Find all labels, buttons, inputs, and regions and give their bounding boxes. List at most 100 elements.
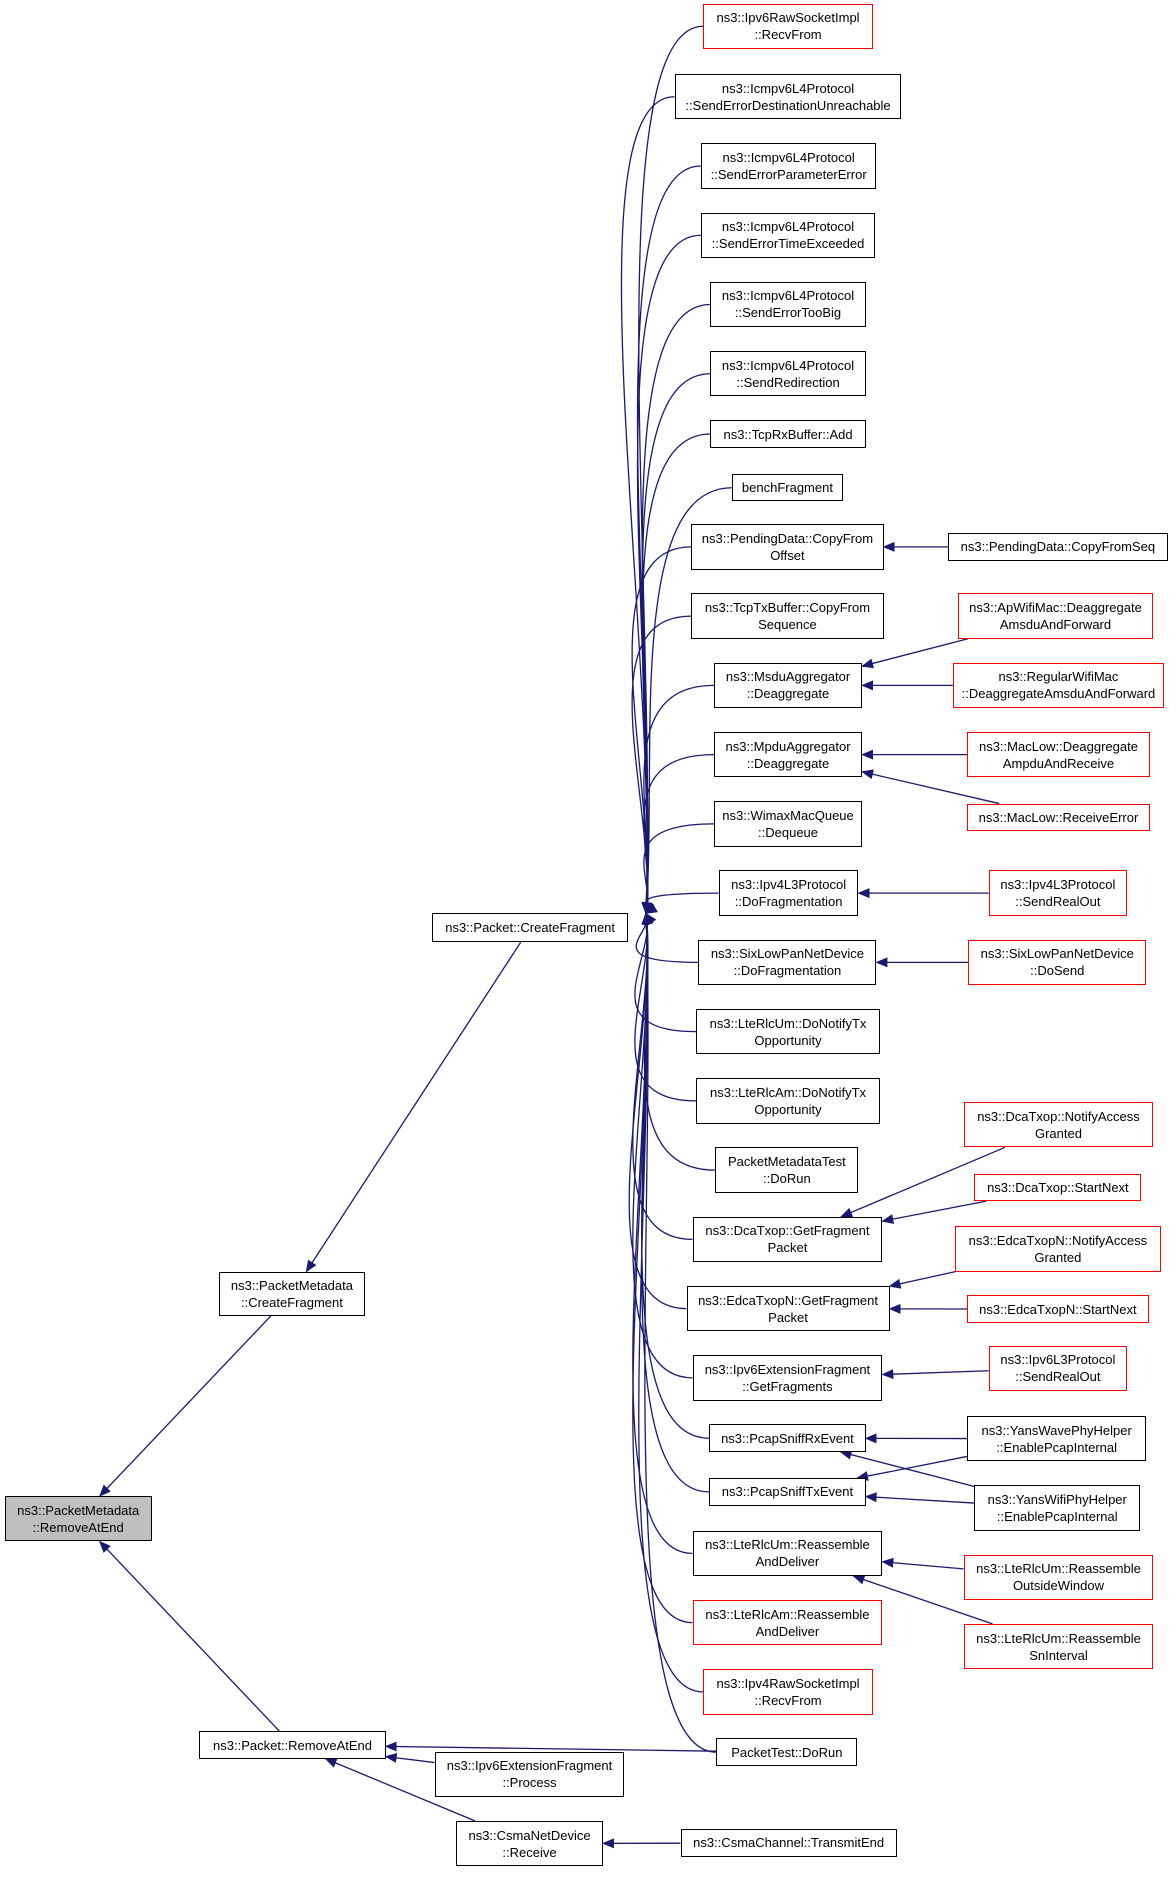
graph-node-ipv6ef-proc[interactable]: ns3::Ipv6ExtensionFragment::Process bbox=[434, 1751, 625, 1797]
graph-node-label: ns3::LteRlcUm::Reassemble bbox=[976, 1630, 1141, 1646]
graph-node-label: ns3::Icmpv6L4Protocol bbox=[721, 357, 855, 373]
graph-node-tcprx-add[interactable]: ns3::TcpRxBuffer::Add bbox=[710, 420, 866, 448]
graph-node-csma-recv[interactable]: ns3::CsmaNetDevice::Receive bbox=[456, 1820, 603, 1867]
graph-node-reg-daf[interactable]: ns3::RegularWifiMac::DeaggregateAmsduAnd… bbox=[952, 662, 1165, 709]
graph-node-edca-sn[interactable]: ns3::EdcaTxopN::StartNext bbox=[967, 1295, 1149, 1323]
graph-node-label: ::SendRealOut bbox=[1015, 1369, 1101, 1385]
graph-node-label: ns3::Icmpv6L4Protocol bbox=[721, 219, 855, 235]
graph-node-label: ns3::Packet::RemoveAtEnd bbox=[213, 1737, 372, 1753]
graph-node-dca-sn[interactable]: ns3::DcaTxop::StartNext bbox=[974, 1173, 1142, 1202]
graph-node-label: ns3::PendingData::CopyFrom bbox=[701, 530, 874, 546]
graph-node-label: ns3::LteRlcUm::Reassemble bbox=[976, 1561, 1141, 1577]
graph-node-icmp-sedu[interactable]: ns3::Icmpv6L4Protocol::SendErrorDestinat… bbox=[674, 74, 902, 120]
graph-node-label: ns3::LteRlcAm::DoNotifyTx bbox=[710, 1084, 867, 1100]
graph-node-label: OutsideWindow bbox=[1012, 1578, 1104, 1594]
graph-node-label: ::EnablePcapInternal bbox=[996, 1509, 1118, 1524]
graph-node-sixlow-ds[interactable]: ns3::SixLowPanNetDevice::DoSend bbox=[968, 939, 1147, 986]
graph-node-label: ::DoRun bbox=[762, 1171, 811, 1187]
graph-node-label: ::SendErrorParameterError bbox=[710, 166, 867, 182]
graph-node-label: ns3::Ipv6ExtensionFragment bbox=[704, 1361, 871, 1377]
graph-node-label: Granted bbox=[1034, 1125, 1082, 1141]
graph-node-label: Packet bbox=[768, 1309, 808, 1325]
graph-node-pcap-tx[interactable]: ns3::PcapSniffTxEvent bbox=[709, 1478, 866, 1506]
graph-node-pm-cf[interactable]: ns3::PacketMetadata::CreateFragment bbox=[218, 1271, 366, 1316]
graph-node-yanswifi-epi[interactable]: ns3::YansWifiPhyHelper::EnablePcapIntern… bbox=[974, 1485, 1141, 1531]
graph-node-label: ::GetFragments bbox=[742, 1378, 833, 1394]
graph-node-label: ::SendRedirection bbox=[736, 374, 840, 390]
graph-node-label: ns3::Ipv6L3Protocol bbox=[1000, 1352, 1116, 1368]
graph-node-label: ::EnablePcapInternal bbox=[996, 1439, 1118, 1455]
graph-node-pkt-cf[interactable]: ns3::Packet::CreateFragment bbox=[432, 913, 629, 943]
graph-node-sixlow-df[interactable]: ns3::SixLowPanNetDevice::DoFragmentation bbox=[698, 939, 877, 986]
graph-node-label: ::RemoveAtEnd bbox=[32, 1519, 124, 1535]
graph-node-label: Opportunity bbox=[754, 1032, 822, 1048]
graph-node-label: ::Process bbox=[502, 1775, 557, 1791]
graph-node-msdu-d[interactable]: ns3::MsduAggregator::Deaggregate bbox=[714, 662, 863, 709]
graph-node-label: ::DoFragmentation bbox=[733, 963, 842, 979]
graph-node-label: ns3::ApWifiMac::Deaggregate bbox=[969, 600, 1142, 616]
graph-node-mpdu-d[interactable]: ns3::MpduAggregator::Deaggregate bbox=[714, 731, 863, 778]
graph-node-icmp-setb[interactable]: ns3::Icmpv6L4Protocol::SendErrorTooBig bbox=[710, 281, 866, 328]
graph-node-label: ns3::SixLowPanNetDevice bbox=[980, 946, 1134, 962]
graph-node-pkttest-dorun[interactable]: PacketTest::DoRun bbox=[716, 1738, 858, 1766]
graph-node-csmach-te[interactable]: ns3::CsmaChannel::TransmitEnd bbox=[680, 1829, 897, 1857]
graph-node-maclow-re[interactable]: ns3::MacLow::ReceiveError bbox=[967, 803, 1150, 831]
graph-node-icmp-sepe[interactable]: ns3::Icmpv6L4Protocol::SendErrorParamete… bbox=[700, 143, 877, 189]
graph-node-pd-cfs[interactable]: ns3::PendingData::CopyFromSeq bbox=[948, 532, 1168, 562]
graph-node-label: AmsduAndForward bbox=[999, 617, 1112, 633]
graph-node-icmp-sete[interactable]: ns3::Icmpv6L4Protocol::SendErrorTimeExce… bbox=[700, 212, 876, 258]
graph-node-yanswave-epi[interactable]: ns3::YansWavePhyHelper::EnablePcapIntern… bbox=[967, 1416, 1147, 1462]
graph-node-label: ns3::Icmpv6L4Protocol bbox=[721, 288, 855, 304]
graph-node-label: SnInterval bbox=[1029, 1647, 1088, 1663]
graph-node-ipv4l3-df[interactable]: ns3::Ipv4L3Protocol::DoFragmentation bbox=[718, 870, 859, 916]
graph-node-label: ns3::Ipv4L3Protocol bbox=[1000, 877, 1116, 893]
graph-node-benchfrag[interactable]: benchFragment bbox=[731, 474, 843, 502]
graph-node-label: ::Dequeue bbox=[758, 824, 819, 840]
graph-node-pcap-rx[interactable]: ns3::PcapSniffRxEvent bbox=[709, 1424, 866, 1452]
graph-node-pmtest-dorun[interactable]: PacketMetadataTest::DoRun bbox=[715, 1147, 859, 1193]
graph-node-ipv6ef-gf[interactable]: ns3::Ipv6ExtensionFragment::GetFragments bbox=[692, 1355, 883, 1401]
graph-node-label: ns3::DcaTxop::NotifyAccess bbox=[977, 1108, 1140, 1124]
graph-node-icmp-sr[interactable]: ns3::Icmpv6L4Protocol::SendRedirection bbox=[710, 351, 866, 397]
graph-node-label: ns3::Ipv4RawSocketImpl bbox=[716, 1675, 860, 1691]
graph-node-root: ns3::PacketMetadata::RemoveAtEnd bbox=[4, 1496, 152, 1542]
graph-node-label: ::Deaggregate bbox=[746, 755, 830, 771]
graph-node-label: ns3::EdcaTxopN::StartNext bbox=[979, 1301, 1137, 1317]
graph-node-label: ns3::WimaxMacQueue bbox=[722, 807, 854, 823]
graph-node-ipv6l3-sro[interactable]: ns3::Ipv6L3Protocol::SendRealOut bbox=[988, 1345, 1128, 1391]
graph-node-ipv4l3-sro[interactable]: ns3::Ipv4L3Protocol::SendRealOut bbox=[988, 870, 1128, 916]
graph-node-label: PacketTest::DoRun bbox=[731, 1744, 843, 1760]
graph-node-label: ::SendErrorTimeExceeded bbox=[711, 236, 865, 252]
graph-node-pkt-rae[interactable]: ns3::Packet::RemoveAtEnd bbox=[199, 1731, 386, 1759]
graph-node-label: ns3::PcapSniffTxEvent bbox=[721, 1484, 854, 1500]
graph-node-label: ns3::DcaTxop::GetFragment bbox=[705, 1223, 870, 1239]
graph-node-label: ::RecvFrom bbox=[754, 27, 822, 43]
graph-node-label: ns3::MsduAggregator bbox=[725, 669, 851, 685]
graph-node-ipv6raw[interactable]: ns3::Ipv6RawSocketImpl::RecvFrom bbox=[703, 3, 873, 49]
graph-node-ipv4raw[interactable]: ns3::Ipv4RawSocketImpl::RecvFrom bbox=[703, 1669, 873, 1715]
graph-node-label: ns3::Packet::CreateFragment bbox=[445, 920, 616, 936]
graph-node-label: ns3::PacketMetadata bbox=[230, 1277, 353, 1293]
graph-node-label: Opportunity bbox=[754, 1101, 822, 1117]
graph-node-wimax-dq[interactable]: ns3::WimaxMacQueue::Dequeue bbox=[714, 801, 863, 847]
graph-node-label: PacketMetadataTest bbox=[727, 1154, 846, 1170]
graph-node-label: Packet bbox=[767, 1240, 808, 1256]
graph-node-label: ns3::MacLow::ReceiveError bbox=[978, 809, 1139, 825]
graph-node-label: ns3::TcpTxBuffer::CopyFrom bbox=[704, 600, 871, 616]
graph-node-label: ::DeaggregateAmsduAndForward bbox=[961, 686, 1156, 702]
